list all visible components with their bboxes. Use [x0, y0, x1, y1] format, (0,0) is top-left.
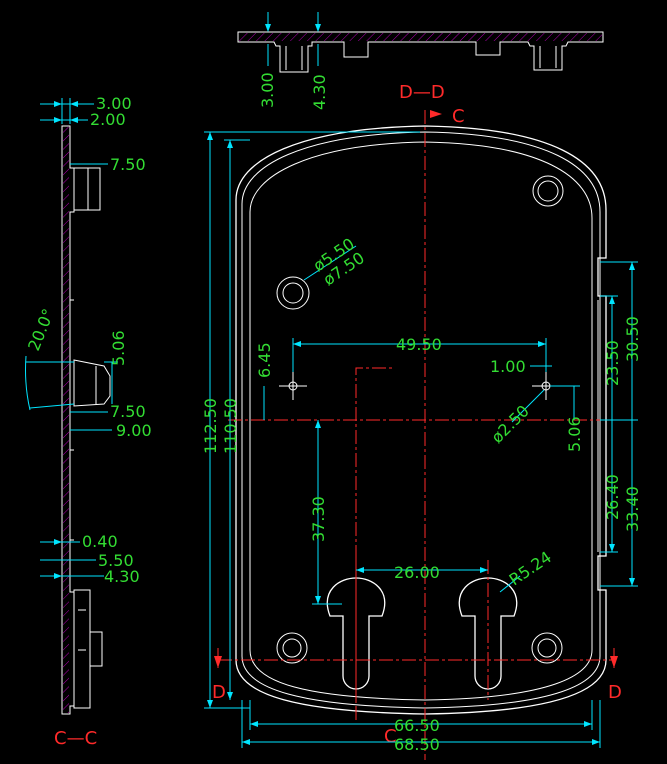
side-plate-outline: [61, 125, 75, 715]
dim-side-5-50: 5.50: [98, 551, 134, 570]
dim-23-50: 23.50: [603, 340, 622, 386]
arrow: [250, 721, 258, 727]
arrow: [70, 117, 78, 123]
side-plate-hatch: [63, 127, 69, 713]
centerline-keyhole-left: [355, 367, 392, 720]
section-label-cc: C—C: [54, 728, 97, 749]
dim-side-angle: 20.0°: [24, 306, 58, 354]
keyhole-slot-left: [326, 577, 386, 690]
dim-top-3-00: 3.00: [258, 72, 277, 108]
dim-side-9-00: 9.00: [116, 421, 152, 440]
arrow: [629, 578, 635, 586]
arrow: [609, 544, 615, 552]
side-boss-bottom: [73, 589, 91, 709]
dim-side-7-50a: 7.50: [110, 155, 146, 174]
side-boss-top: [73, 167, 101, 211]
top-section-outline: [237, 31, 604, 73]
mounting-hole-left-inner: [282, 282, 304, 304]
plate-outline-mid: [241, 131, 601, 709]
keyhole-slot-right: [458, 577, 518, 690]
main-plan-view: C C D D 112.50 110.50 6.45 49.50 1.00 ø2…: [201, 106, 642, 760]
arrow: [315, 596, 321, 604]
dim-angle-line-2: [29, 403, 75, 409]
dim-6-45: 6.45: [255, 342, 274, 378]
arrow: [54, 539, 62, 545]
dim-r-5-24-leader: [499, 575, 521, 593]
section-arrow-top: [430, 110, 442, 118]
arrow: [54, 101, 62, 107]
mounting-hole-bottom-left-outer: [276, 632, 308, 664]
side-boss-bottom-tab: [89, 631, 103, 667]
mounting-hole-left-outer: [276, 276, 310, 310]
dim-37-30: 37.30: [309, 496, 328, 542]
arrow: [227, 140, 233, 148]
arrow: [584, 721, 592, 727]
arrow: [356, 567, 364, 573]
dim-26-00: 26.00: [394, 563, 440, 582]
section-arrow-left: [214, 656, 222, 668]
arrow: [629, 262, 635, 270]
section-label-c-top: C: [452, 106, 465, 127]
mounting-hole-bottom-right-outer: [531, 632, 563, 664]
dim-side-7-50b: 7.50: [110, 402, 146, 421]
dim-26-40: 26.40: [603, 474, 622, 520]
dim-side-5-06: 5.06: [109, 330, 128, 366]
section-label-d-right: D: [608, 682, 622, 703]
section-label-d-left: D: [212, 682, 226, 703]
plate-outline-inner: [249, 141, 593, 701]
arrow: [265, 24, 271, 32]
mounting-hole-top-right-inner: [537, 180, 559, 202]
cross-pin-left: [279, 372, 307, 400]
top-section-hatch: [239, 33, 602, 41]
dim-side-0-40: 0.40: [82, 532, 118, 551]
mounting-hole-bottom-right-inner: [537, 638, 557, 658]
arrow: [480, 567, 488, 573]
plate-outline-outer: [235, 125, 607, 715]
arrow: [315, 24, 321, 32]
top-section-view: 3.00 4.30: [237, 12, 604, 110]
dim-r-5-24: R5.24: [506, 547, 555, 589]
dim-top-4-30: 4.30: [310, 74, 329, 110]
arrow: [54, 117, 62, 123]
dim-112-50: 112.50: [201, 398, 220, 454]
arrow: [207, 700, 213, 708]
dim-30-50: 30.50: [623, 316, 642, 362]
arrow: [242, 739, 250, 745]
dim-dia-2-50: ø2.50: [487, 401, 533, 447]
arrow: [70, 101, 78, 107]
dim-33-40: 33.40: [623, 486, 642, 532]
section-label-dd: D—D: [399, 82, 445, 103]
arrow: [315, 420, 321, 428]
dim-5-06-right: 5.06: [565, 416, 584, 452]
dim-dia-2-50-leader: [511, 389, 545, 423]
arrow: [293, 341, 301, 347]
arrow: [227, 692, 233, 700]
dim-110-50: 110.50: [221, 398, 240, 454]
dim-side-3-00: 3.00: [96, 94, 132, 113]
mounting-hole-top-right-outer: [532, 175, 564, 207]
side-hook: [73, 359, 111, 407]
arrow: [54, 573, 62, 579]
dim-66-50: 66.50: [394, 716, 440, 735]
dim-49-50: 49.50: [396, 335, 442, 354]
arrow: [609, 296, 615, 304]
mounting-hole-bottom-left-inner: [282, 638, 302, 658]
arrow: [538, 341, 546, 347]
side-section-view: 3.00 2.00 7.50 20.0° 5.06 7.50 9.00 0.40…: [24, 94, 152, 715]
dim-1-00: 1.00: [490, 357, 526, 376]
dim-dia-leader: [303, 245, 357, 281]
arrow: [592, 739, 600, 745]
dim-68-50: 68.50: [394, 735, 440, 754]
dim-side-2-00: 2.00: [90, 110, 126, 129]
dim-angle-arc: [25, 355, 31, 411]
section-arrow-right: [610, 656, 618, 668]
arrow: [207, 132, 213, 140]
dim-side-4-30: 4.30: [104, 567, 140, 586]
